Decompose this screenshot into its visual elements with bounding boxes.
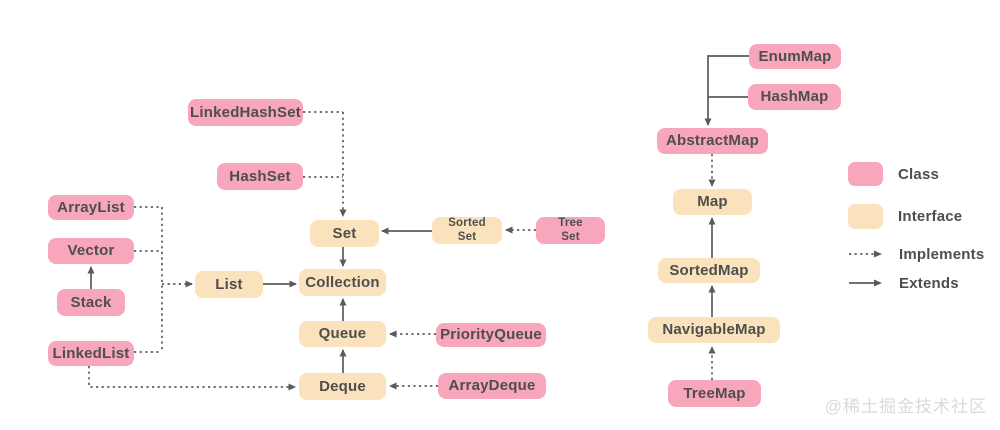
node-enummap: EnumMap — [749, 44, 841, 69]
node-deque: Deque — [299, 373, 386, 400]
legend-label-interface: Interface — [898, 208, 963, 225]
node-map: Map — [673, 189, 752, 215]
node-navigablemap: NavigableMap — [648, 317, 780, 343]
legend-label-extends: Extends — [899, 274, 959, 292]
node-linkedhashset: LinkedHashSet — [188, 99, 303, 126]
node-list: List — [195, 271, 263, 298]
legend-item-interface: Interface — [848, 204, 962, 229]
legend-label-class: Class — [898, 165, 940, 183]
class-swatch — [848, 162, 883, 186]
node-set: Set — [310, 220, 379, 247]
node-hashset: HashSet — [217, 163, 303, 190]
node-arraydeque: ArrayDeque — [438, 373, 546, 399]
node-treemap: TreeMap — [668, 380, 761, 407]
node-linkedlist: LinkedList — [48, 341, 134, 366]
legend-item-implements: Implements — [848, 245, 985, 263]
node-sortedset: Sorted Set — [432, 217, 502, 244]
legend-item-extends: Extends — [848, 274, 959, 292]
node-hashmap: HashMap — [748, 84, 841, 110]
node-abstractmap: AbstractMap — [657, 128, 768, 154]
watermark: @稀土掘金技术社区 — [824, 397, 987, 416]
node-priorityqueue: PriorityQueue — [436, 323, 546, 347]
legend-item-class: Class — [848, 162, 939, 186]
node-treeset: Tree Set — [536, 217, 605, 244]
node-stack: Stack — [57, 289, 125, 316]
dashed-arrow-icon — [849, 250, 882, 258]
node-arraylist: ArrayList — [48, 195, 134, 220]
edge-linkedlist-implements-deque — [88, 366, 296, 391]
solid-arrow-icon — [849, 279, 882, 287]
edge-enummap-extends-abstractmap — [704, 55, 749, 126]
node-vector: Vector — [48, 238, 134, 264]
interface-swatch — [848, 204, 883, 229]
node-sortedmap: SortedMap — [658, 258, 760, 283]
legend-label-implements: Implements — [899, 245, 985, 263]
node-collection: Collection — [299, 269, 386, 296]
node-queue: Queue — [299, 321, 386, 347]
